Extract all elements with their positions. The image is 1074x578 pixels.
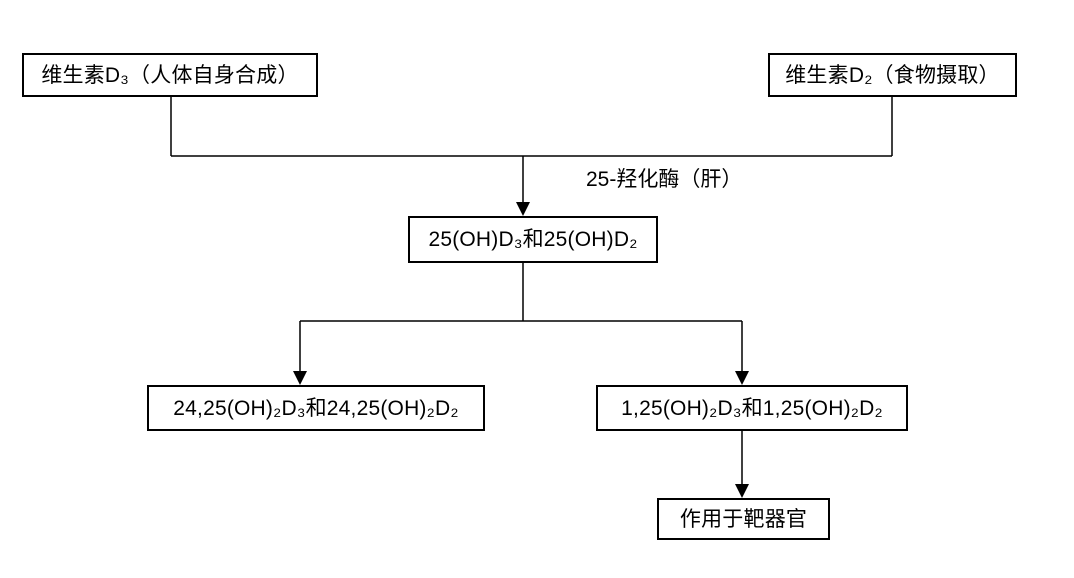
node-target-organ: 作用于靶器官 [657, 498, 830, 540]
edge-label-25-hydroxylase-liver: 25-羟化酶（肝） [586, 168, 743, 191]
node-24-25-oh2-d: 24,25(OH)₂D₃和24,25(OH)₂D₂ [147, 385, 485, 431]
node-25-oh-d: 25(OH)D₃和25(OH)D₂ [408, 216, 658, 263]
node-vitamin-d3: 维生素D₃（人体自身合成） [22, 53, 318, 97]
arrowhead-to-target [735, 484, 749, 498]
node-1-25-oh2-d: 1,25(OH)₂D₃和1,25(OH)₂D₂ [596, 385, 908, 431]
edge-split-bottom [300, 263, 742, 322]
arrowhead-to-25ohd [516, 202, 530, 216]
arrowhead-to-125 [735, 371, 749, 385]
node-vitamin-d2: 维生素D₂（食物摄取） [768, 53, 1017, 97]
arrowhead-to-2425 [293, 371, 307, 385]
edge-merge-top [170, 97, 893, 157]
